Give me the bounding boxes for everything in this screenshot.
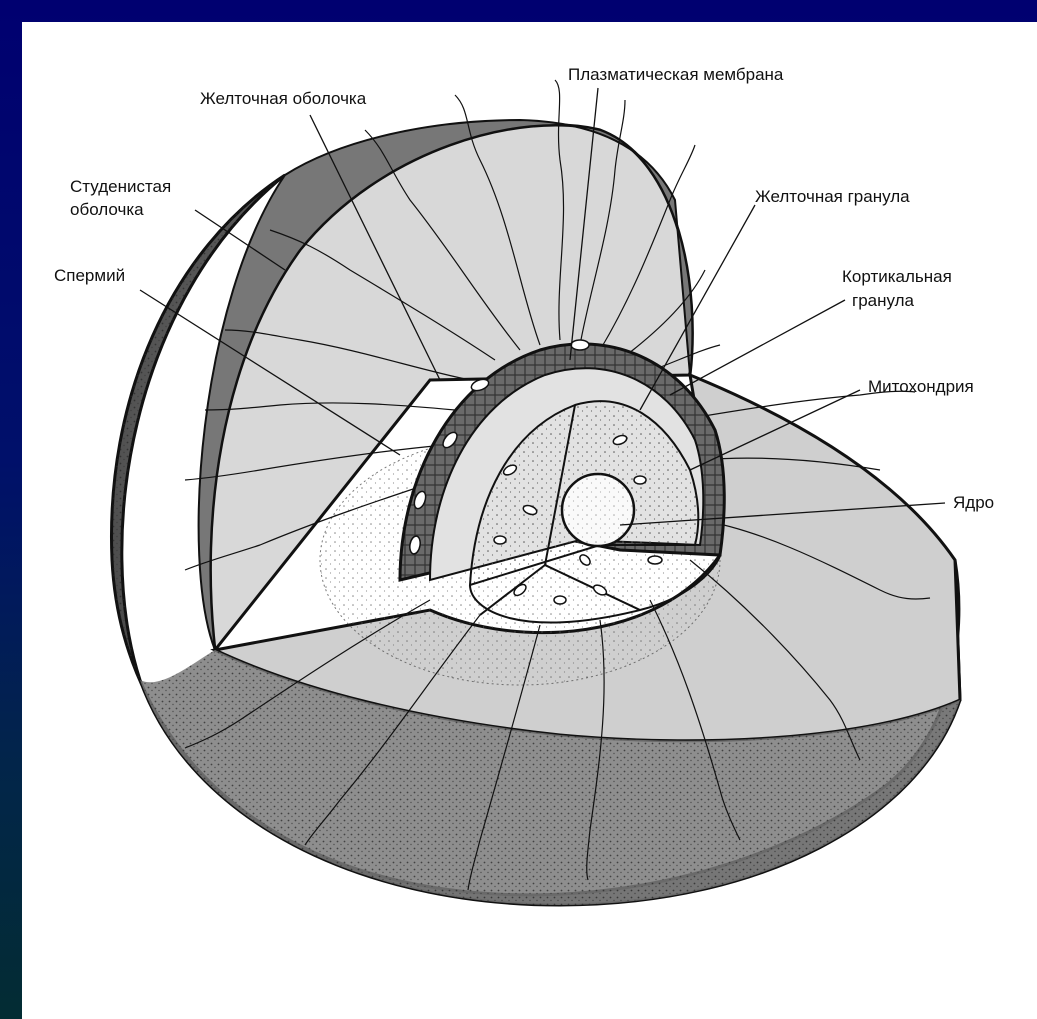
label-sperm: Спермий [54,266,125,285]
label-plasma-membrane: Плазматическая мембрана [568,65,784,84]
label-mitochondrion: Митохондрия [868,377,974,396]
label-jelly-coat-line1: Студенистая [70,177,171,196]
label-vitelline-envelope: Желточная оболочка [200,89,367,108]
label-nucleus: Ядро [953,493,994,512]
label-cortical-granule-line2: гранула [852,291,915,310]
leader-cortical-granule [670,300,845,395]
label-yolk-granule: Желточная гранула [755,187,910,206]
label-jelly-coat-line2: оболочка [70,200,144,219]
label-cortical-granule-line1: Кортикальная [842,267,952,286]
nucleus [562,474,634,546]
